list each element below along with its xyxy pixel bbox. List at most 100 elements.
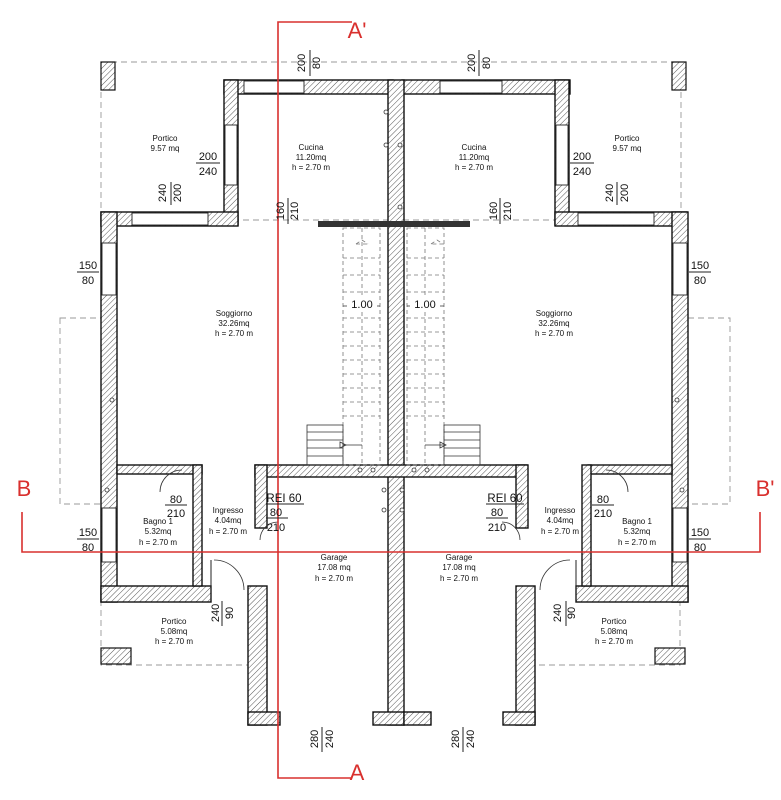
portico-br-area: 5.08mq: [601, 627, 628, 636]
dim-top-win-r: 200 80: [466, 50, 493, 76]
cucina-l-name: Cucina: [299, 143, 324, 152]
dim-liv-win-l: 150 80: [77, 260, 99, 287]
dim-bath-door-r-b: 210: [594, 508, 612, 520]
dim-top-win-r-b: 80: [481, 57, 493, 69]
portico-bl-area: 5.08mq: [161, 627, 188, 636]
section-label-b-right: B': [756, 476, 775, 501]
dim-entry-door-r: 240 90: [552, 601, 578, 626]
dim-kitchen-door-l-a: 160: [275, 202, 287, 220]
garage-r-name: Garage: [446, 553, 473, 562]
rei-r-label: REI 60: [487, 493, 522, 505]
dim-side-win-r: 200 240: [570, 151, 594, 178]
bagno-r-height: h = 2.70 m: [618, 538, 656, 547]
ingresso-l-area: 4.04mq: [215, 516, 242, 525]
ingresso-l-height: h = 2.70 m: [209, 527, 247, 536]
cucina-r-name: Cucina: [462, 143, 487, 152]
portico-br-name: Portico: [602, 617, 627, 626]
bagno-r-name: Bagno 1: [622, 517, 652, 526]
dim-bath-win-r-a: 150: [691, 527, 709, 539]
ingresso-r-height: h = 2.70 m: [541, 527, 579, 536]
dim-top-win-l-a: 200: [296, 54, 308, 72]
portico-tl-name: Portico: [153, 134, 178, 143]
cucina-l-height: h = 2.70 m: [292, 163, 330, 172]
dim-portico-win-r-b: 200: [619, 184, 631, 202]
dim-bath-door-r-a: 80: [597, 494, 609, 506]
dim-entry-door-r-b: 90: [566, 607, 578, 619]
dim-entry-door-l: 240 90: [210, 601, 236, 626]
dim-kitchen-door-r-a: 160: [488, 202, 500, 220]
dim-bath-door-r: 80 210: [592, 494, 614, 520]
dim-bath-win-r-b: 80: [694, 542, 706, 554]
garage-l-name: Garage: [321, 553, 348, 562]
garage-l-height: h = 2.70 m: [315, 574, 353, 583]
cucina-l-area: 11.20mq: [296, 153, 327, 162]
dim-bath-door-l-a: 80: [170, 494, 182, 506]
section-lines: [21, 21, 761, 779]
dim-portico-win-r-a: 240: [604, 184, 616, 202]
windows: [101, 80, 688, 600]
rei-l-b: 210: [267, 522, 285, 534]
dim-garage-door-l: 280 240: [309, 727, 336, 752]
soggiorno-l-height: h = 2.70 m: [215, 329, 253, 338]
dim-side-win-r-b: 240: [573, 166, 591, 178]
dim-rei-l: REI 60 80 210: [266, 493, 304, 534]
ingresso-r-area: 4.04mq: [547, 516, 574, 525]
section-label-b-left: B: [17, 476, 32, 501]
dim-garage-door-r: 280 240: [450, 727, 477, 752]
ingresso-l-name: Ingresso: [213, 506, 244, 515]
dim-garage-door-r-a: 280: [450, 730, 462, 748]
staircase-right: [406, 227, 481, 466]
portico-bl-height: h = 2.70 m: [155, 637, 193, 646]
dim-kitchen-door-r-b: 210: [502, 202, 514, 220]
soggiorno-r-area: 32.26mq: [538, 319, 569, 328]
dim-side-win-r-a: 200: [573, 151, 591, 163]
rei-r-a: 80: [491, 507, 503, 519]
dim-side-win-l-b: 240: [199, 166, 217, 178]
walls: [100, 79, 689, 726]
dim-entry-door-r-a: 240: [552, 604, 564, 622]
garage-r-height: h = 2.70 m: [440, 574, 478, 583]
dim-liv-win-r-b: 80: [694, 275, 706, 287]
dim-portico-win-r: 240 200: [604, 182, 631, 205]
dim-garage-door-r-b: 240: [465, 730, 477, 748]
dim-bath-win-l-a: 150: [79, 527, 97, 539]
pillars: [100, 61, 687, 665]
dim-bath-door-l: 80 210: [165, 494, 187, 520]
rei-l-label: REI 60: [266, 493, 301, 505]
dim-side-win-l: 200 240: [196, 151, 220, 178]
bagno-l-height: h = 2.70 m: [139, 538, 177, 547]
garage-l-area: 17.08 mq: [317, 563, 350, 572]
dim-top-win-l-b: 80: [311, 57, 323, 69]
dim-rei-r: REI 60 80 210: [486, 493, 524, 534]
doors: [159, 469, 629, 591]
bagno-r-area: 5.32mq: [624, 527, 651, 536]
dim-liv-win-l-a: 150: [79, 260, 97, 272]
dim-stair-r: 1.00: [410, 298, 440, 311]
dim-stair-r-text: 1.00: [414, 299, 435, 311]
dim-kitchen-door-l-b: 210: [289, 202, 301, 220]
soggiorno-l-area: 32.26mq: [218, 319, 249, 328]
portico-tl-area: 9.57 mq: [151, 144, 180, 153]
dim-liv-win-r-a: 150: [691, 260, 709, 272]
section-label-a-bottom: A: [350, 760, 365, 785]
cucina-r-area: 11.20mq: [459, 153, 490, 162]
dim-portico-win-l: 240 200: [157, 182, 184, 205]
dim-kitchen-door-r: 160 210: [488, 198, 514, 224]
soggiorno-l-name: Soggiorno: [216, 309, 253, 318]
dim-entry-door-l-b: 90: [224, 607, 236, 619]
portico-bl-name: Portico: [162, 617, 187, 626]
dim-side-win-l-a: 200: [199, 151, 217, 163]
dim-top-win-l: 200 80: [296, 50, 323, 76]
dim-kitchen-door-l: 160 210: [275, 198, 301, 224]
dim-liv-win-r: 150 80: [689, 260, 711, 287]
dim-bath-win-l-b: 80: [82, 542, 94, 554]
rei-l-a: 80: [270, 507, 282, 519]
portico-tr-name: Portico: [615, 134, 640, 143]
soggiorno-r-height: h = 2.70 m: [535, 329, 573, 338]
dim-entry-door-l-a: 240: [210, 604, 222, 622]
dim-bath-win-l: 150 80: [77, 527, 99, 554]
dim-garage-door-l-a: 280: [309, 730, 321, 748]
bagno-l-name: Bagno 1: [143, 517, 173, 526]
